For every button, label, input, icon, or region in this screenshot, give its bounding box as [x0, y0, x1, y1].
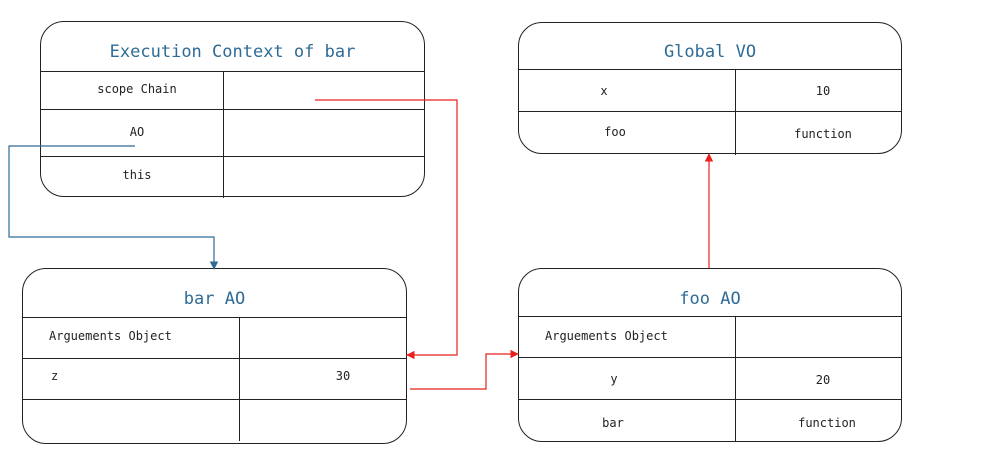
- ao-label: AO: [129, 125, 145, 139]
- execution-context-bar-box: Execution Context of bar scope Chain AO …: [40, 21, 425, 198]
- arguements-object-label: Arguements Object: [545, 329, 668, 343]
- x-label: x: [600, 84, 608, 98]
- divider: [23, 358, 406, 359]
- z-value: 30: [335, 369, 351, 383]
- bar-ao-title: bar AO: [183, 289, 246, 309]
- divider: [519, 316, 901, 317]
- foo-ao-box: foo AO Arguements Object y 20 bar functi…: [518, 268, 902, 442]
- bar-ao-box: bar AO Arguements Object z 30: [22, 268, 407, 444]
- foo-value: function: [794, 127, 852, 141]
- divider: [519, 399, 901, 400]
- divider: [23, 399, 406, 400]
- divider: [519, 357, 901, 358]
- global-vo-title: Global VO: [663, 42, 757, 62]
- ao-to-bar-ao-arrow: [8, 145, 219, 270]
- z-label: z: [51, 369, 59, 383]
- this-label: this: [122, 168, 152, 182]
- divider: [519, 111, 901, 112]
- column-divider: [735, 69, 736, 155]
- column-divider: [223, 71, 224, 198]
- bar-value: function: [798, 416, 856, 430]
- x-value: 10: [815, 84, 831, 98]
- execution-context-bar-title: Execution Context of bar: [109, 42, 356, 62]
- bar-label: bar: [602, 416, 624, 430]
- column-divider: [735, 316, 736, 441]
- divider: [519, 69, 901, 70]
- divider: [23, 317, 406, 318]
- scope-chain-arrow: [315, 99, 458, 360]
- y-value: 20: [815, 373, 831, 387]
- column-divider: [239, 317, 240, 441]
- divider: [41, 109, 424, 110]
- bar-ao-to-foo-ao-arrow: [410, 349, 519, 390]
- global-vo-box: Global VO x 10 foo function: [518, 22, 902, 155]
- foo-ao-title: foo AO: [679, 289, 741, 309]
- arguements-object-label: Arguements Object: [49, 329, 172, 343]
- scope-chain-label: scope Chain: [97, 82, 177, 96]
- divider: [41, 156, 424, 157]
- y-label: y: [610, 372, 618, 386]
- foo-label: foo: [604, 125, 626, 139]
- divider: [41, 71, 424, 72]
